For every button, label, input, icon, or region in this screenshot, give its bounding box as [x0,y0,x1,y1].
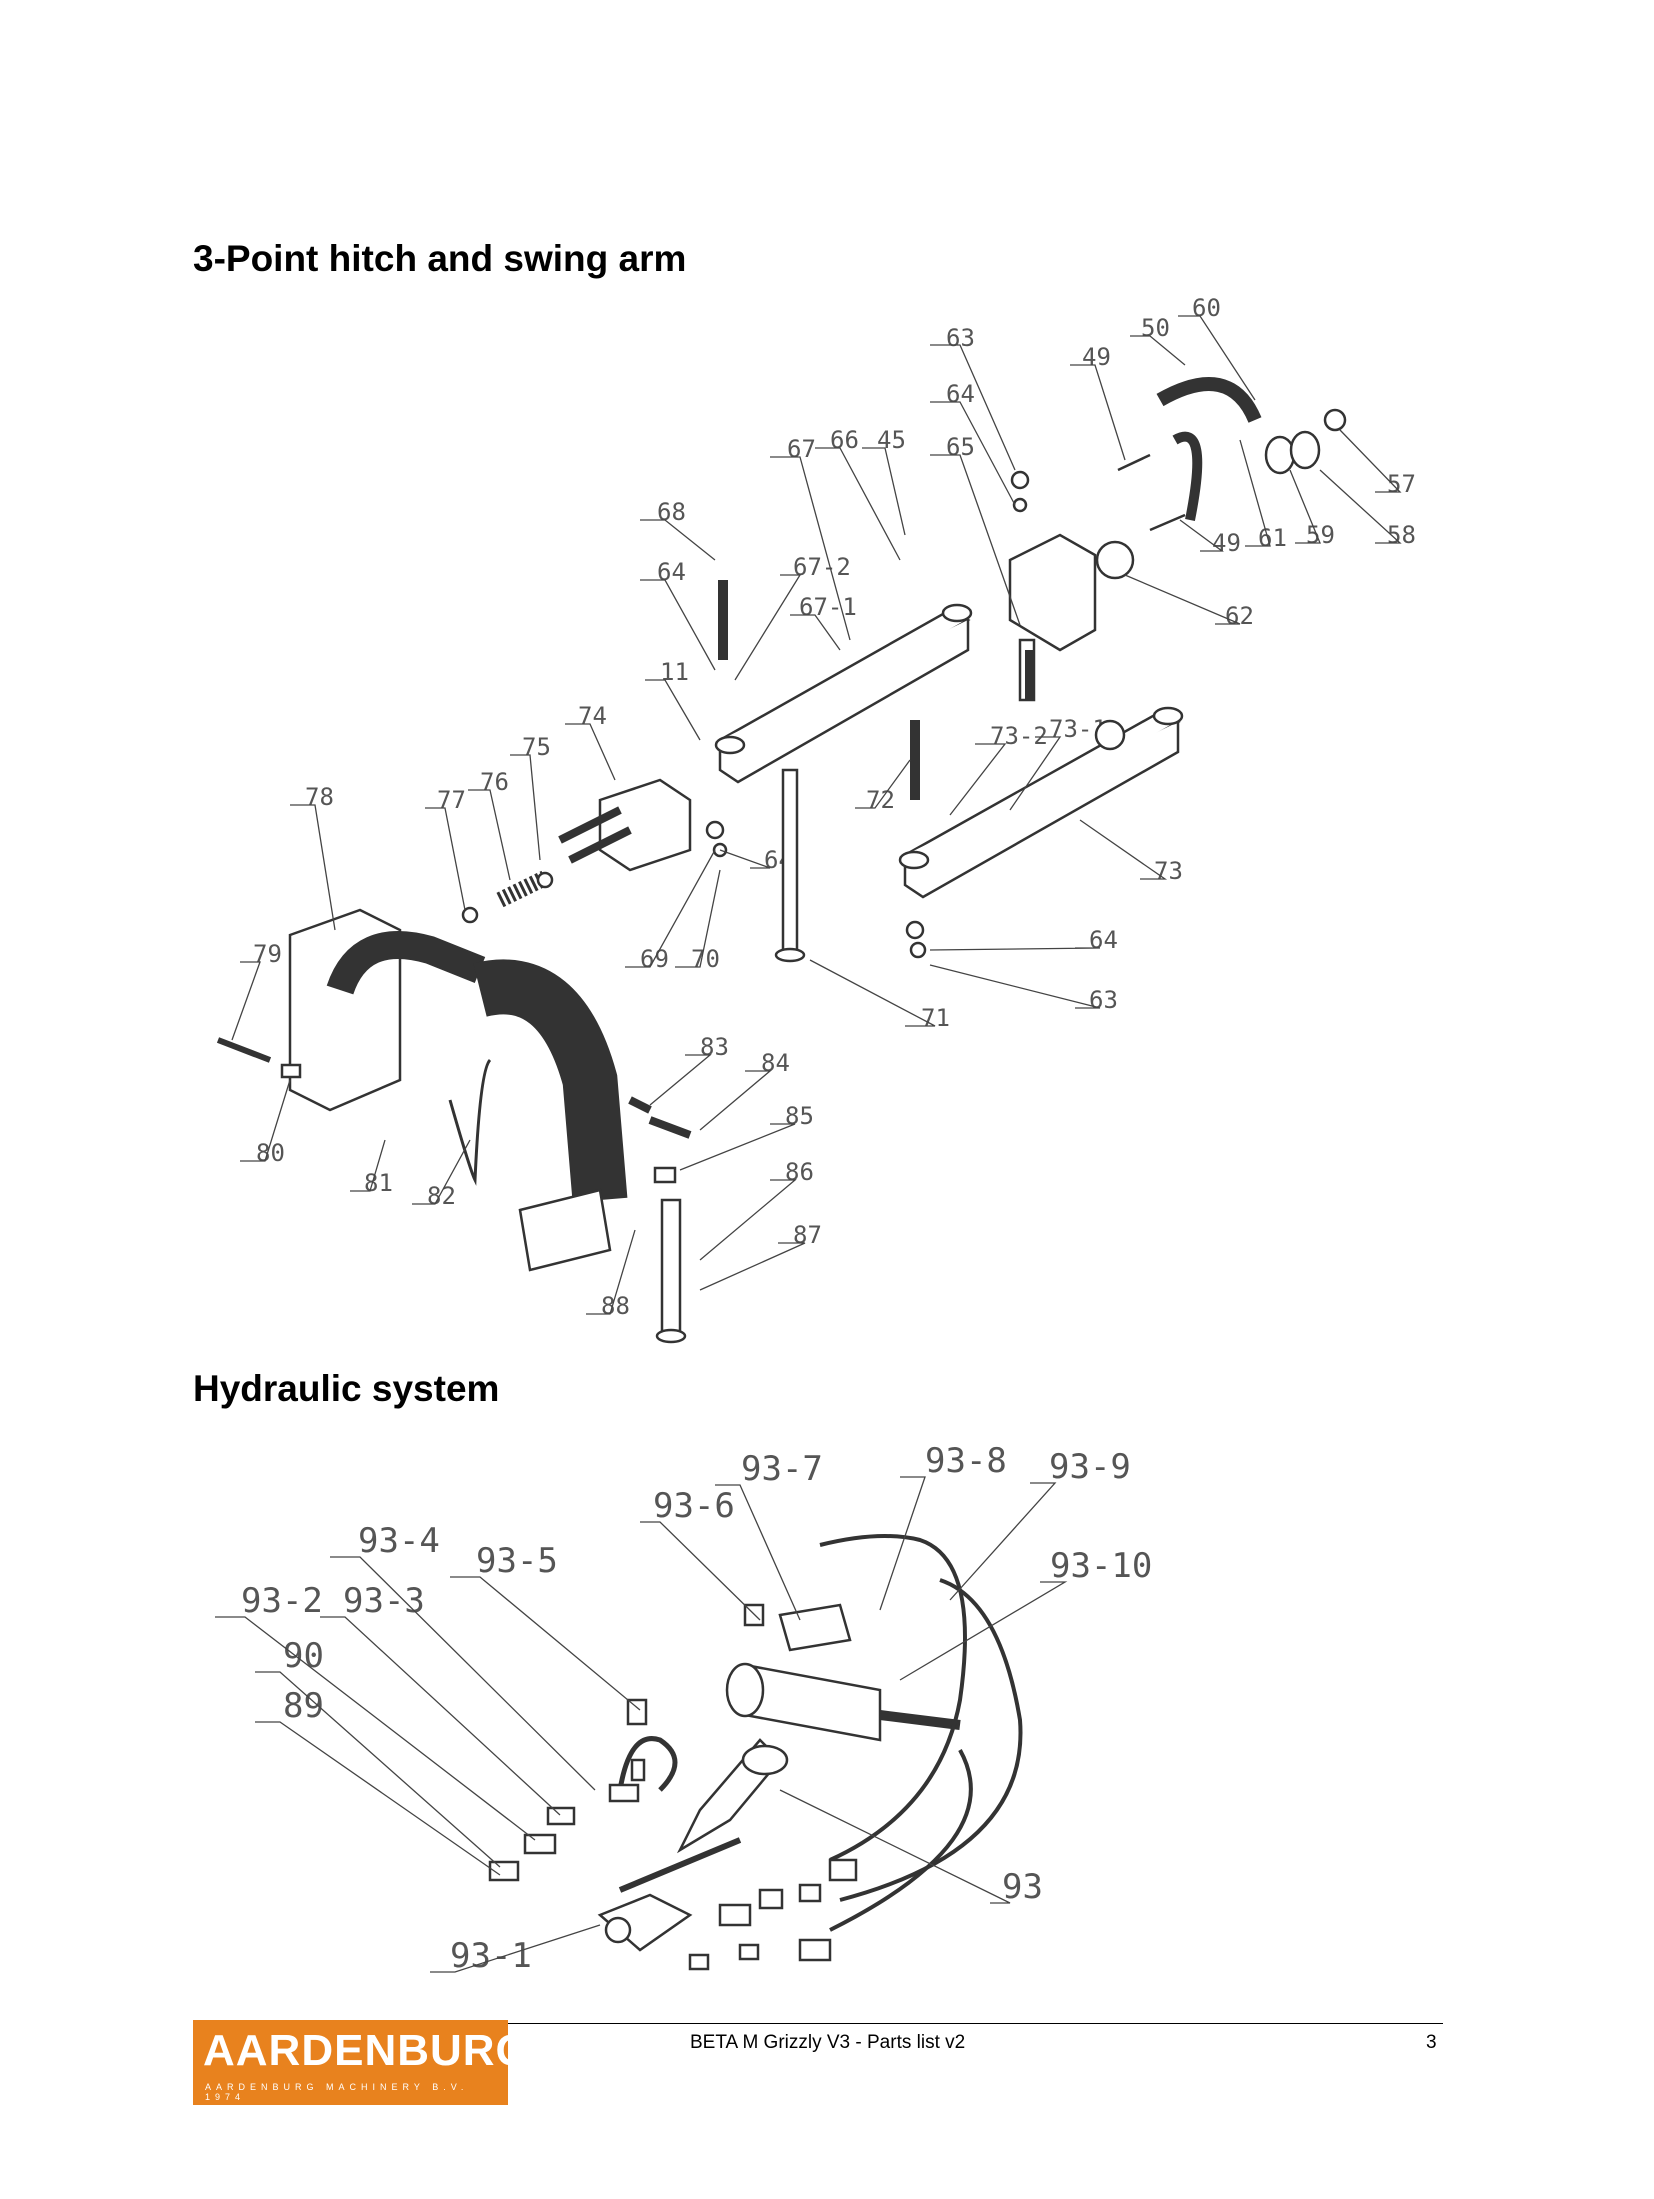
part-label: 76 [480,768,509,796]
part-label: 71 [921,1004,950,1032]
part-label: 63 [946,324,975,352]
part-label: 82 [427,1182,456,1210]
part-label: 50 [1141,314,1170,342]
part-label: 84 [761,1049,790,1077]
part-label: 62 [1225,602,1254,630]
part-label: 45 [877,426,906,454]
page-number: 3 [1426,2032,1437,2053]
part-label: 77 [437,786,466,814]
part-label: 59 [1306,521,1335,549]
part-label: 83 [700,1033,729,1061]
part-label: 85 [785,1102,814,1130]
part-label: 66 [830,426,859,454]
part-label: 49 [1212,529,1241,557]
part-label: 64 [1089,926,1118,954]
footer-document-title: BETA M Grizzly V3 - Parts list v2 [690,2032,966,2053]
part-label: 67-1 [799,593,857,621]
part-label: 57 [1387,470,1416,498]
section-title-hydraulic: Hydraulic system [193,1368,500,1409]
part-label: 74 [578,702,607,730]
logo-text: AARDENBURG [203,2026,531,2075]
part-label: 60 [1192,294,1221,322]
part-label: 79 [253,940,282,968]
part-label: 73 [1154,857,1183,885]
aardenburg-logo: AARDENBURG AARDENBURG MACHINERY B.V. 197… [193,2020,530,2105]
part-label: 64 [657,558,686,586]
part-label: 68 [657,498,686,526]
part-label: 63 [1089,986,1118,1014]
part-label: 86 [785,1158,814,1186]
hitch-drawing [216,377,1347,1344]
part-label: 67 [787,435,816,463]
section-title-hitch: 3-Point hitch and swing arm [193,238,687,279]
logo-subtext: AARDENBURG MACHINERY B.V. 1974 [205,2082,469,2102]
part-label: 49 [1082,343,1111,371]
part-label: 61 [1258,524,1287,552]
part-label: 67-2 [793,553,851,581]
part-label: 81 [364,1169,393,1197]
footer-divider [193,2023,1443,2024]
part-label: 75 [522,733,551,761]
part-label: 78 [305,783,334,811]
hitch-leader-lines [231,315,1402,1315]
part-label: 70 [691,945,720,973]
part-label: 87 [793,1221,822,1249]
part-label: 11 [660,658,689,686]
part-label: 73-2 [990,722,1048,750]
